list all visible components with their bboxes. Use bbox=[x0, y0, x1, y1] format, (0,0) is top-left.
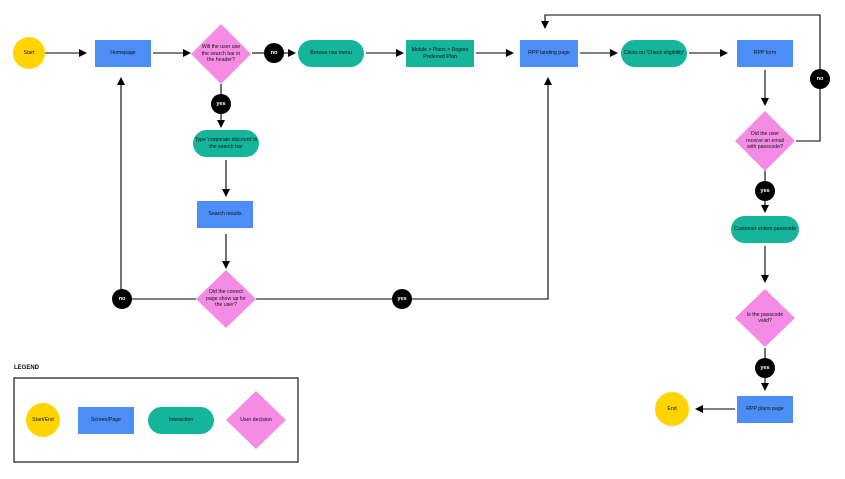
edge-no-loop bbox=[541, 14, 821, 70]
legend-decision-swatch bbox=[226, 391, 286, 449]
mobile-plans-node bbox=[406, 40, 474, 67]
decision-search-bar bbox=[191, 24, 251, 84]
legend-interaction-swatch bbox=[148, 407, 214, 434]
edge-yes-rpp bbox=[411, 77, 552, 300]
connector-no-2 bbox=[112, 289, 132, 309]
rpp-landing-node bbox=[520, 40, 578, 67]
connector-yes-2 bbox=[392, 289, 412, 309]
homepage-node bbox=[95, 40, 151, 67]
connector-no-1 bbox=[264, 43, 284, 63]
legend-start-end-swatch bbox=[26, 403, 60, 437]
search-results-node bbox=[197, 201, 253, 228]
end-node bbox=[655, 392, 689, 426]
edge-no-homepage-up bbox=[113, 77, 125, 300]
decision-passcode-valid bbox=[735, 289, 795, 347]
legend-title: LEGEND bbox=[14, 365, 40, 371]
enters-passcode-node bbox=[731, 216, 799, 243]
connector-yes-4 bbox=[755, 358, 775, 378]
decision-correct-page bbox=[196, 270, 256, 328]
start-node bbox=[13, 37, 45, 69]
connector-no-3 bbox=[810, 69, 830, 89]
check-eligibility-node bbox=[621, 40, 687, 67]
browse-nav-node bbox=[298, 40, 364, 67]
connector-yes-3 bbox=[755, 181, 775, 201]
connector-yes-1 bbox=[211, 94, 231, 114]
rpp-plans-node bbox=[737, 396, 793, 423]
legend-screen-page-swatch bbox=[78, 407, 134, 434]
decision-email bbox=[735, 111, 795, 171]
type-corporate-node bbox=[193, 130, 259, 157]
rpp-form-node bbox=[737, 40, 793, 67]
edge-email-no bbox=[796, 88, 821, 142]
legend-box bbox=[13, 377, 299, 463]
